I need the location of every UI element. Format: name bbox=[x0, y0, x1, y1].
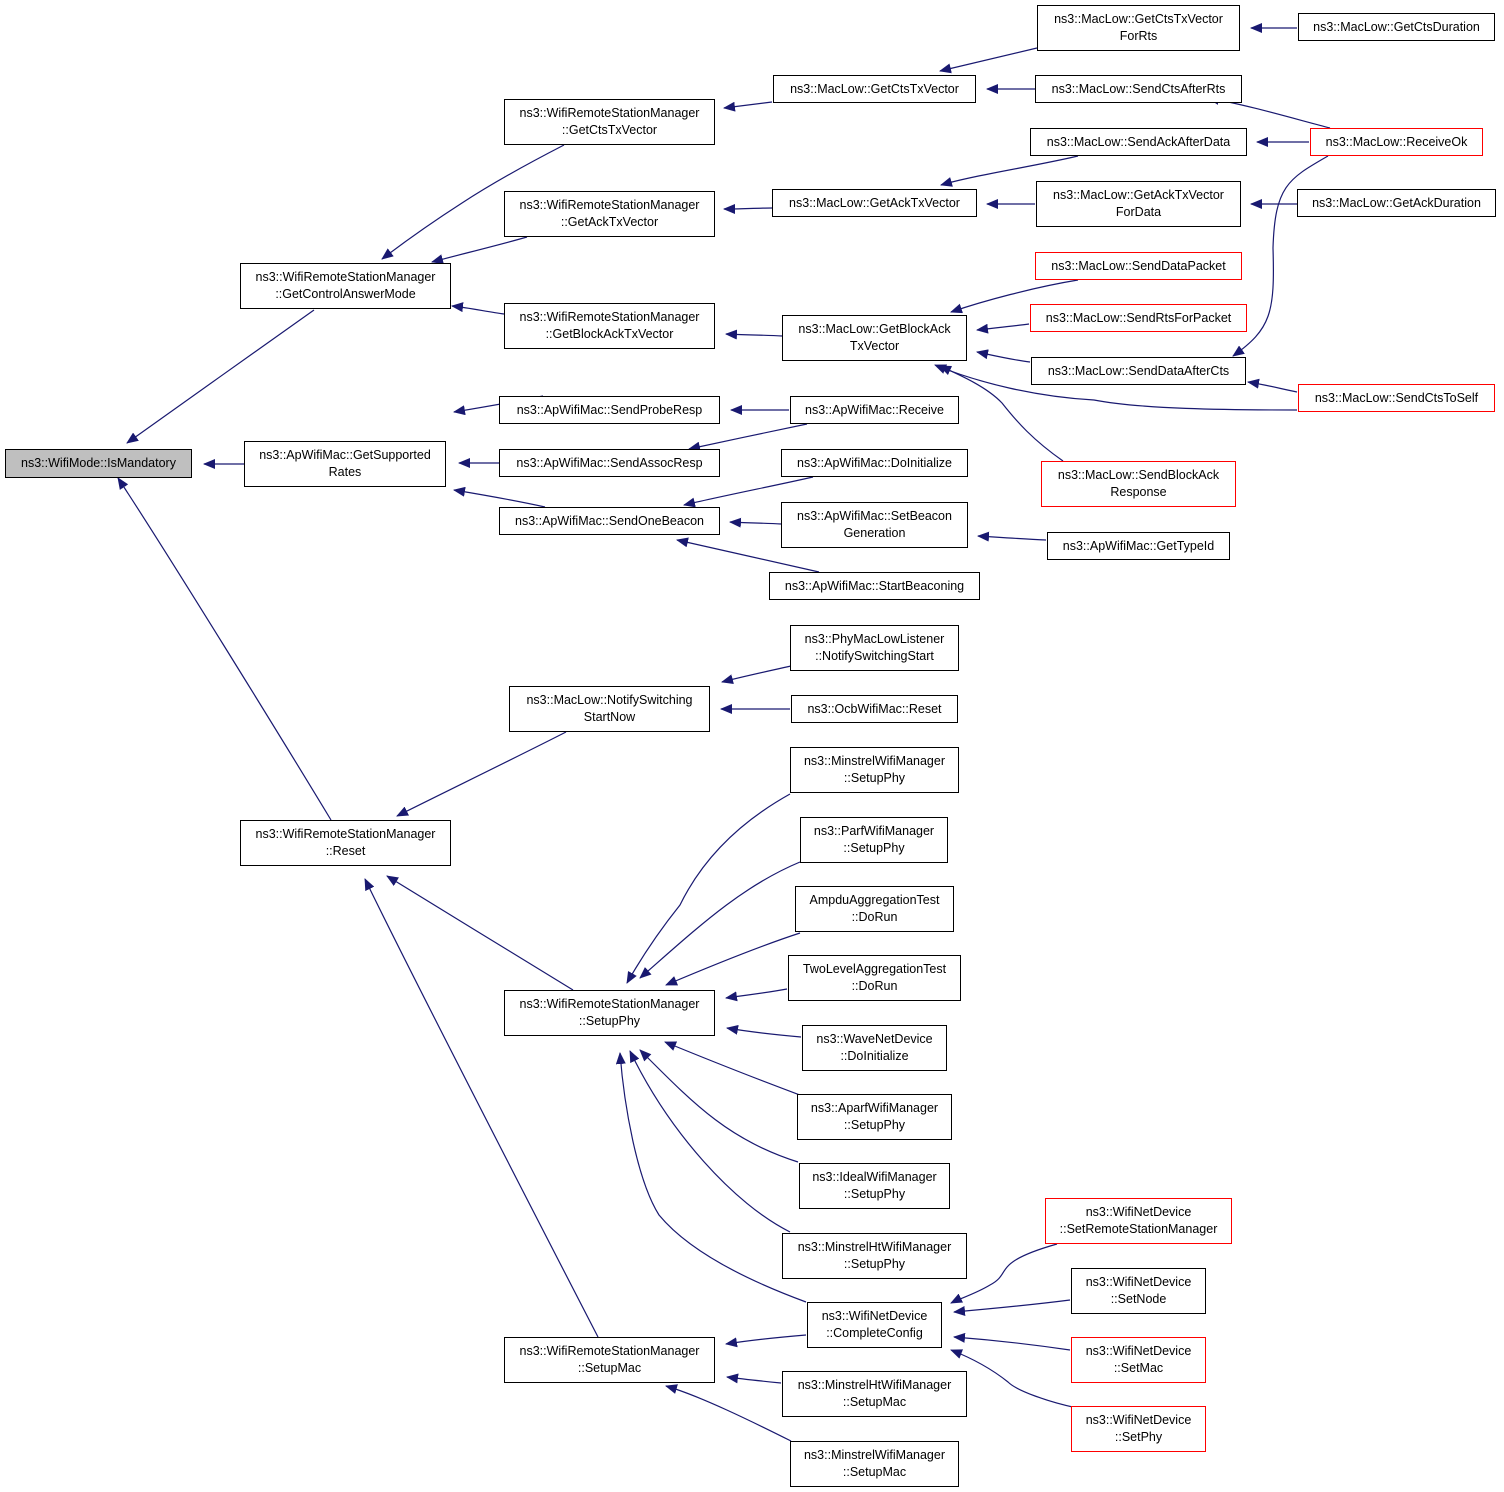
edge-mlGetAckTxVector-to-wrsmGetAckTxVector bbox=[723, 203, 773, 214]
graph-node-wrsmSetupPhy[interactable]: ns3::WifiRemoteStationManager ::SetupPhy bbox=[504, 990, 715, 1036]
graph-node-wrsmGetCtsTxVector[interactable]: ns3::WifiRemoteStationManager ::GetCtsTx… bbox=[504, 99, 715, 145]
edge-twoLevelDoRun-to-wrsmSetupPhy bbox=[725, 988, 788, 1002]
graph-node-apDoInitialize[interactable]: ns3::ApWifiMac::DoInitialize bbox=[781, 449, 968, 477]
graph-node-notifySwitchingStartNow[interactable]: ns3::MacLow::NotifySwitching StartNow bbox=[509, 686, 710, 732]
graph-node-twoLevelDoRun[interactable]: TwoLevelAggregationTest ::DoRun bbox=[788, 955, 961, 1001]
edge-apReceive-to-sendAssocResp bbox=[688, 423, 808, 452]
edge-idealSetupPhy-to-wrsmSetupPhy bbox=[639, 1049, 799, 1163]
edge-phyNotifySwitchingStart-to-notifySwitchingStartNow bbox=[721, 665, 792, 685]
edge-mlSendRtsForPacket-to-mlGetBlockAckTxVector bbox=[976, 323, 1030, 334]
graph-node-sendOneBeacon[interactable]: ns3::ApWifiMac::SendOneBeacon bbox=[499, 507, 720, 535]
edge-apStartBeaconing-to-sendOneBeacon bbox=[676, 537, 820, 573]
graph-node-phyNotifySwitchingStart[interactable]: ns3::PhyMacLowListener ::NotifySwitching… bbox=[790, 625, 959, 671]
graph-node-ocbReset[interactable]: ns3::OcbWifiMac::Reset bbox=[791, 695, 958, 723]
edge-wndSetRemoteStationManager-to-completeConfig bbox=[950, 1243, 1058, 1304]
graph-node-wndSetMac[interactable]: ns3::WifiNetDevice ::SetMac bbox=[1071, 1337, 1206, 1383]
graph-node-wndSetNode[interactable]: ns3::WifiNetDevice ::SetNode bbox=[1071, 1268, 1206, 1314]
edge-mlGetCtsTxVector-to-wrsmGetCtsTxVector bbox=[723, 101, 773, 112]
graph-node-apSetBeaconGeneration[interactable]: ns3::ApWifiMac::SetBeacon Generation bbox=[781, 502, 968, 548]
graph-node-wndSetPhy[interactable]: ns3::WifiNetDevice ::SetPhy bbox=[1071, 1406, 1206, 1452]
graph-node-parfSetupPhy[interactable]: ns3::ParfWifiManager ::SetupPhy bbox=[800, 817, 948, 863]
graph-node-minstrelSetupMac[interactable]: ns3::MinstrelWifiManager ::SetupMac bbox=[790, 1441, 959, 1487]
graph-node-mlSendCtsAfterRts[interactable]: ns3::MacLow::SendCtsAfterRts bbox=[1035, 75, 1242, 103]
edge-mlReceiveOk-to-mlSendDataAfterCts bbox=[1232, 155, 1329, 357]
graph-node-sendAssocResp[interactable]: ns3::ApWifiMac::SendAssocResp bbox=[499, 449, 720, 477]
edge-mlSendDataAfterCts-to-mlGetBlockAckTxVector bbox=[976, 349, 1031, 363]
edge-mlSendBlockAckResponse-to-mlGetBlockAckTxVector bbox=[939, 365, 1064, 462]
graph-node-wndSetRemoteStationManager[interactable]: ns3::WifiNetDevice ::SetRemoteStationMan… bbox=[1045, 1198, 1232, 1244]
graph-node-ampduDoRun[interactable]: AmpduAggregationTest ::DoRun bbox=[795, 886, 954, 932]
graph-node-wrsmGetBlockAckTxVector[interactable]: ns3::WifiRemoteStationManager ::GetBlock… bbox=[504, 303, 715, 349]
graph-node-wrsmSetupMac[interactable]: ns3::WifiRemoteStationManager ::SetupMac bbox=[504, 1337, 715, 1383]
graph-node-mlSendRtsForPacket[interactable]: ns3::MacLow::SendRtsForPacket bbox=[1030, 304, 1247, 332]
edge-aparfSetupPhy-to-wrsmSetupPhy bbox=[664, 1041, 801, 1096]
graph-node-waveDoInitialize[interactable]: ns3::WaveNetDevice ::DoInitialize bbox=[802, 1025, 947, 1071]
edge-minstrelHtSetupMac-to-wrsmSetupMac bbox=[726, 1373, 782, 1384]
edge-wndSetMac-to-completeConfig bbox=[953, 1332, 1071, 1351]
graph-node-mlGetAckTxVector[interactable]: ns3::MacLow::GetAckTxVector bbox=[772, 189, 977, 217]
graph-node-apGetTypeId[interactable]: ns3::ApWifiMac::GetTypeId bbox=[1047, 532, 1230, 560]
edge-wrsmReset-to-root bbox=[117, 477, 332, 821]
edge-parfSetupPhy-to-wrsmSetupPhy bbox=[639, 861, 801, 979]
graph-node-mlGetBlockAckTxVector[interactable]: ns3::MacLow::GetBlockAck TxVector bbox=[782, 315, 967, 361]
edge-wndSetNode-to-completeConfig bbox=[953, 1299, 1071, 1317]
graph-node-getControlAnswerMode[interactable]: ns3::WifiRemoteStationManager ::GetContr… bbox=[240, 263, 451, 309]
edge-completeConfig-to-wrsmSetupMac bbox=[725, 1334, 807, 1348]
graph-node-aparfSetupPhy[interactable]: ns3::AparfWifiManager ::SetupPhy bbox=[797, 1094, 952, 1140]
graph-node-apStartBeaconing[interactable]: ns3::ApWifiMac::StartBeaconing bbox=[769, 572, 980, 600]
graph-node-root: ns3::WifiMode::IsMandatory bbox=[5, 449, 192, 478]
edge-wrsmSetupMac-to-wrsmReset bbox=[364, 878, 599, 1338]
graph-node-mlGetCtsDuration[interactable]: ns3::MacLow::GetCtsDuration bbox=[1298, 13, 1495, 41]
graph-node-apReceive[interactable]: ns3::ApWifiMac::Receive bbox=[790, 396, 959, 424]
edge-wrsmGetBlockAckTxVector-to-getControlAnswerMode bbox=[451, 302, 505, 315]
graph-node-mlGetAckDuration[interactable]: ns3::MacLow::GetAckDuration bbox=[1297, 189, 1496, 217]
edge-wrsmGetAckTxVector-to-getControlAnswerMode bbox=[431, 236, 528, 264]
edge-notifySwitchingStartNow-to-wrsmReset bbox=[396, 731, 567, 817]
edge-apSetBeaconGeneration-to-sendOneBeacon bbox=[729, 517, 782, 528]
graph-node-mlSendBlockAckResponse[interactable]: ns3::MacLow::SendBlockAck Response bbox=[1041, 461, 1236, 507]
graph-node-idealSetupPhy[interactable]: ns3::IdealWifiManager ::SetupPhy bbox=[799, 1163, 950, 1209]
edge-wrsmGetCtsTxVector-to-getControlAnswerMode bbox=[381, 144, 565, 260]
edge-sendOneBeacon-to-getSupportedRates bbox=[453, 486, 546, 508]
graph-node-mlSendDataAfterCts[interactable]: ns3::MacLow::SendDataAfterCts bbox=[1031, 357, 1246, 385]
graph-node-mlGetCtsTxVectorForRts[interactable]: ns3::MacLow::GetCtsTxVector ForRts bbox=[1037, 5, 1240, 51]
graph-node-mlSendDataPacket[interactable]: ns3::MacLow::SendDataPacket bbox=[1035, 252, 1242, 280]
graph-node-minstrelHtSetupMac[interactable]: ns3::MinstrelHtWifiManager ::SetupMac bbox=[782, 1371, 967, 1417]
edge-getControlAnswerMode-to-root bbox=[126, 309, 315, 444]
graph-node-minstrelHtSetupPhy[interactable]: ns3::MinstrelHtWifiManager ::SetupPhy bbox=[782, 1233, 967, 1279]
graph-node-mlSendCtsToSelf[interactable]: ns3::MacLow::SendCtsToSelf bbox=[1298, 384, 1495, 412]
edge-wndSetPhy-to-completeConfig bbox=[950, 1349, 1078, 1409]
edge-apGetTypeId-to-apSetBeaconGeneration bbox=[977, 531, 1047, 542]
graph-node-getSupportedRates[interactable]: ns3::ApWifiMac::GetSupported Rates bbox=[244, 441, 446, 487]
graph-node-minstrelSetupPhy[interactable]: ns3::MinstrelWifiManager ::SetupPhy bbox=[790, 747, 959, 793]
edge-mlSendCtsToSelf-to-mlGetBlockAckTxVector bbox=[934, 364, 1298, 411]
edge-minstrelSetupMac-to-wrsmSetupMac bbox=[665, 1384, 792, 1442]
edge-mlGetCtsTxVectorForRts-to-mlGetCtsTxVector bbox=[939, 47, 1038, 74]
graph-node-mlGetAckTxVectorForData[interactable]: ns3::MacLow::GetAckTxVector ForData bbox=[1036, 181, 1241, 227]
edge-mlSendAckAfterData-to-mlGetAckTxVector bbox=[940, 155, 1079, 187]
edge-minstrelSetupPhy-to-wrsmSetupPhy bbox=[626, 793, 791, 984]
edge-apDoInitialize-to-sendOneBeacon bbox=[683, 476, 814, 508]
edge-wrsmSetupPhy-to-wrsmReset bbox=[386, 875, 574, 991]
edge-mlSendDataPacket-to-mlGetBlockAckTxVector bbox=[950, 279, 1079, 314]
graph-node-wrsmGetAckTxVector[interactable]: ns3::WifiRemoteStationManager ::GetAckTx… bbox=[504, 191, 715, 237]
edge-mlSendCtsToSelf-to-mlSendDataAfterCts bbox=[1247, 378, 1298, 393]
graph-node-mlReceiveOk[interactable]: ns3::MacLow::ReceiveOk bbox=[1310, 128, 1483, 156]
graph-node-mlGetCtsTxVector[interactable]: ns3::MacLow::GetCtsTxVector bbox=[773, 75, 976, 103]
edge-minstrelHtSetupPhy-to-wrsmSetupPhy bbox=[629, 1050, 791, 1233]
edge-ampduDoRun-to-wrsmSetupPhy bbox=[665, 932, 801, 986]
graph-node-mlSendAckAfterData[interactable]: ns3::MacLow::SendAckAfterData bbox=[1030, 128, 1247, 156]
graph-node-completeConfig[interactable]: ns3::WifiNetDevice ::CompleteConfig bbox=[807, 1302, 942, 1348]
edge-waveDoInitialize-to-wrsmSetupPhy bbox=[726, 1024, 802, 1038]
graph-node-sendProbeResp[interactable]: ns3::ApWifiMac::SendProbeResp bbox=[499, 396, 720, 424]
edge-completeConfig-to-wrsmSetupPhy bbox=[615, 1052, 807, 1303]
edge-mlGetBlockAckTxVector-to-wrsmGetBlockAckTxVector bbox=[725, 329, 783, 340]
graph-node-wrsmReset[interactable]: ns3::WifiRemoteStationManager ::Reset bbox=[240, 820, 451, 866]
